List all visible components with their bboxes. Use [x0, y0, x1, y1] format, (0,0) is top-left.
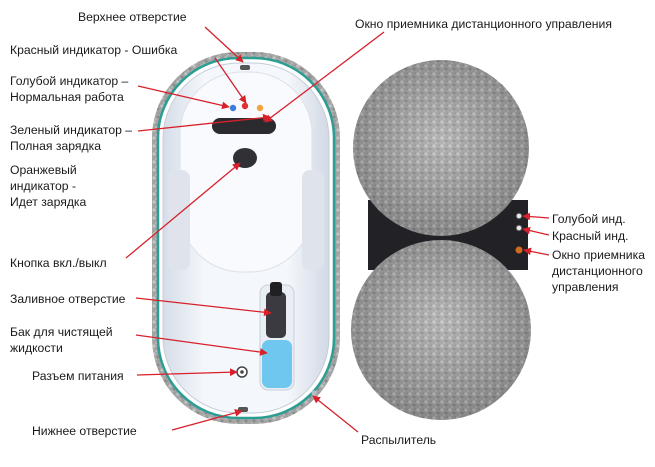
led-blue [229, 104, 237, 112]
callout-arrows [125, 26, 550, 433]
label-orange-indicator: Оранжевый индикатор - Идет зарядка [10, 163, 87, 209]
label-right-blue: Голубой инд. [552, 212, 626, 226]
label-sprayer: Распылитель [361, 433, 437, 447]
tank-water [262, 340, 292, 388]
label-power-jack: Разъем питания [32, 369, 124, 383]
label-power-button: Кнопка вкл./выкл [10, 256, 107, 270]
fill-hole-cap [270, 282, 282, 296]
left-grip [168, 170, 190, 270]
fill-hole [266, 292, 286, 338]
label-tank: Бак для чистящей жидкости [10, 325, 113, 355]
back-led-blue [515, 212, 523, 220]
top-hole [240, 65, 250, 70]
right-grip [302, 170, 324, 270]
label-top-hole: Верхнее отверстие [78, 10, 187, 24]
label-fill-hole: Заливное отверстие [10, 292, 126, 306]
label-remote-window: Окно приемника дистанционного управления [355, 17, 612, 31]
label-right-remote: Окно приемника дистанционного управления [552, 248, 645, 294]
label-blue-indicator: Голубой индикатор – Нормальная работа [10, 74, 129, 104]
led-orange [256, 104, 264, 112]
back-led-red [515, 224, 523, 232]
label-right-red: Красный инд. [552, 229, 629, 243]
robot-front-view [152, 52, 340, 424]
back-remote-window [515, 246, 523, 254]
label-green-indicator: Зеленый индикатор – Полная зарядка [10, 123, 133, 153]
sprayer-nozzle [311, 390, 317, 396]
label-bottom-hole: Нижнее отверстие [32, 424, 137, 438]
label-red-indicator: Красный индикатор - Ошибка [10, 43, 178, 57]
led-red [241, 102, 249, 110]
robot-back-view [351, 60, 531, 420]
